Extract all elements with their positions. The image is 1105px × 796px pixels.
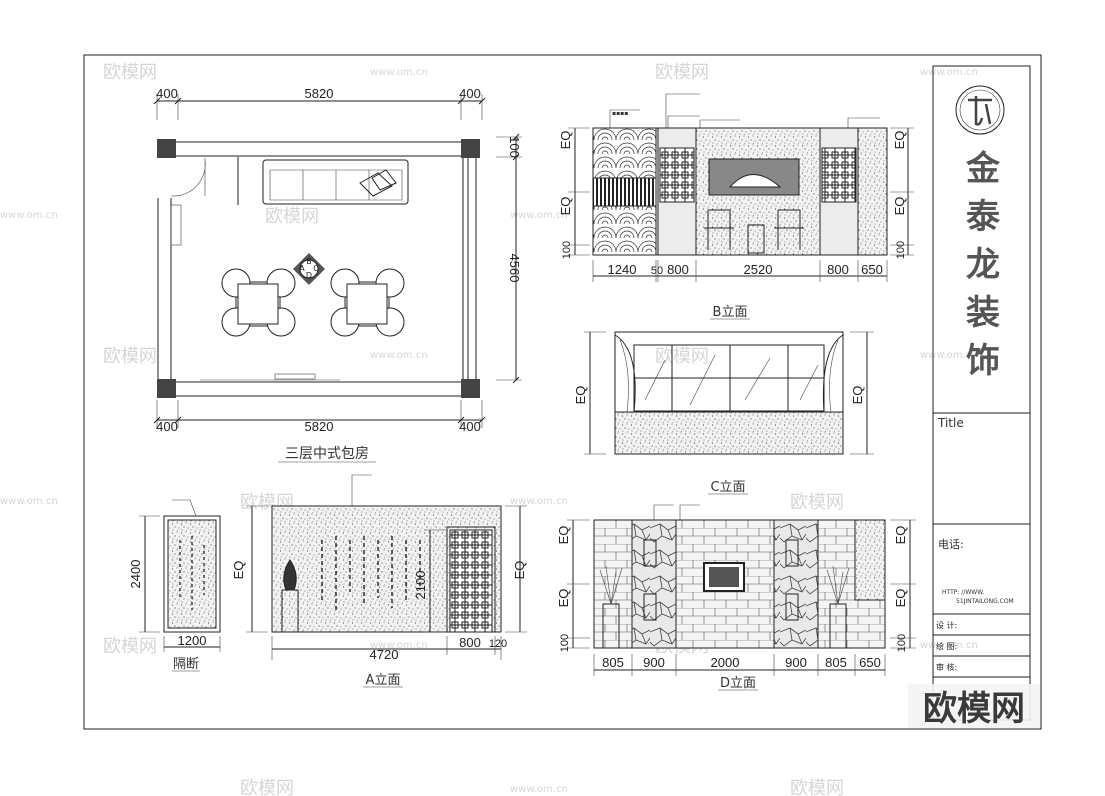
elevation-c: EQ EQ C立面 [573,331,874,495]
elev-b-dim-6: 650 [861,262,883,277]
elev-b-small-left: 100 [561,241,573,259]
elev-c-eq-left: EQ [573,386,588,405]
title-block: 金 泰 龙 装 饰 Title 电话: HTTP: //WWW. 51JINTA… [932,65,1031,721]
elev-a-eq-left: EQ [231,561,246,580]
logo-char-3: 龙 [966,245,1000,285]
elevation-b: ▪▪▪▪ EQ EQ 100 EQ EQ 100 1240 50 800 252… [558,93,914,320]
elev-b-eq-right-2: EQ [892,197,907,216]
watermark-url: www.om.cn [510,496,568,507]
logo-char-2: 泰 [966,197,1001,237]
marker-d: D [306,271,312,280]
logo-icon [955,85,1005,135]
marker-b: B [306,257,312,266]
sheet-border [83,54,1042,730]
elev-d-small-left: 100 [559,634,571,652]
elev-b-dim-5: 800 [827,262,849,277]
watermark-url: www.om.cn [920,67,978,78]
watermark-brand: 欧模网 [103,346,157,367]
plan-dim-top-left: 400 [156,86,178,101]
partition: 2400 1200 隔断 [128,499,221,672]
watermark-url: www.om.cn [0,210,58,221]
plan-dim-bottom-mid: 5820 [305,419,334,434]
watermark-brand: 欧模网 [790,778,844,796]
floor-plan: 400 5820 400 400 5820 400 100 4560 [153,86,522,463]
watermark-brand: 欧模网 [103,636,157,657]
marker-c: C [313,264,319,273]
elevation-d: EQ EQ 100 EQ EQ 100 805 900 2000 900 805… [556,504,916,691]
watermark-brand: 欧模网 [655,62,709,83]
elev-b-note: ▪▪▪▪ [612,110,628,117]
logo-char-1: 金 [965,149,1001,189]
elev-d-eq-left-1: EQ [556,526,571,545]
logo-char-4: 装 [966,293,1000,333]
watermark-url: www.om.cn [370,67,428,78]
elev-d-dim-4: 900 [785,655,807,670]
plan-dim-bottom-left: 400 [156,419,178,434]
row-drawing: 绘 图: [936,641,957,651]
marker-a: A [299,264,305,273]
watermark-url: www.om.cn [920,350,978,361]
title-label: Title [937,416,964,430]
watermark-url: www.om.cn [370,640,428,651]
brand-badge: 欧模网 [908,684,1040,729]
url-line-1: HTTP: //WWW. [942,589,984,596]
elev-d-label: D立面 [720,676,756,691]
elev-b-eq-right-1: EQ [892,131,907,150]
watermark-url: www.om.cn [0,496,58,507]
plan-title: 三层中式包房 [285,446,369,462]
watermark-url: www.om.cn [510,210,568,221]
elev-a-dim-3: 120 [489,638,507,650]
elev-b-dim-1: 1240 [608,262,637,277]
elev-b-dim-2: 50 [651,265,663,277]
elev-a-label: A立面 [366,673,401,688]
partition-label: 隔断 [173,657,199,672]
elev-a-dim-1: 4720 [370,647,399,662]
watermark-brand: 欧模网 [655,346,709,367]
elev-d-dim-1: 805 [602,655,624,670]
elev-d-eq-left-2: EQ [556,589,571,608]
url-line-2: 51JINTAILONG.COM [956,598,1014,605]
row-design: 设 计: [936,620,957,630]
plan-dim-top-mid: 5820 [305,86,334,101]
plan-dim-top-right: 400 [459,86,481,101]
elev-a-dim-2: 800 [459,635,481,650]
elev-d-dim-3: 2000 [711,655,740,670]
elev-c-eq-right: EQ [850,386,865,405]
brand-badge-text: 欧模网 [923,689,1025,729]
watermark-brand: 欧模网 [265,206,319,227]
partition-height: 2400 [128,560,143,589]
elev-b-label: B立面 [713,305,748,320]
row-review: 审 核: [936,662,957,672]
watermark-brand: 欧模网 [790,492,844,513]
elev-b-dim-4: 2520 [744,262,773,277]
elev-d-dim-5: 805 [825,655,847,670]
watermark-url: www.om.cn [370,350,428,361]
elev-a-h-dim: 2100 [413,571,428,600]
elev-d-dim-6: 650 [859,655,881,670]
logo-char-5: 饰 [966,341,1000,381]
elev-d-dim-2: 900 [643,655,665,670]
watermark-brand: 欧模网 [240,778,294,796]
phone-label: 电话: [938,538,964,551]
plan-dim-bottom-right: 400 [459,419,481,434]
plan-dim-right-small: 100 [507,136,522,158]
elev-a-eq-right: EQ [512,561,527,580]
elevation-a: 2100 EQ EQ 4720 800 120 A立面 [231,474,527,688]
elev-b-small-right: 100 [895,241,907,259]
watermark-url: www.om.cn [920,640,978,651]
elev-b-dim-3: 800 [667,262,689,277]
partition-width: 1200 [178,633,207,648]
elev-d-eq-right-1: EQ [893,526,908,545]
plan-dim-right-large: 4560 [507,254,522,283]
elev-d-eq-right-2: EQ [893,589,908,608]
watermark-brand: 欧模网 [103,62,157,83]
watermark-url: www.om.cn [510,784,568,795]
elevation-marker: B A C D [293,253,325,285]
elev-c-label: C立面 [710,480,745,495]
elev-b-eq-left-1: EQ [558,131,573,150]
elev-d-small-right: 100 [896,634,908,652]
elev-b-eq-left-2: EQ [558,197,573,216]
